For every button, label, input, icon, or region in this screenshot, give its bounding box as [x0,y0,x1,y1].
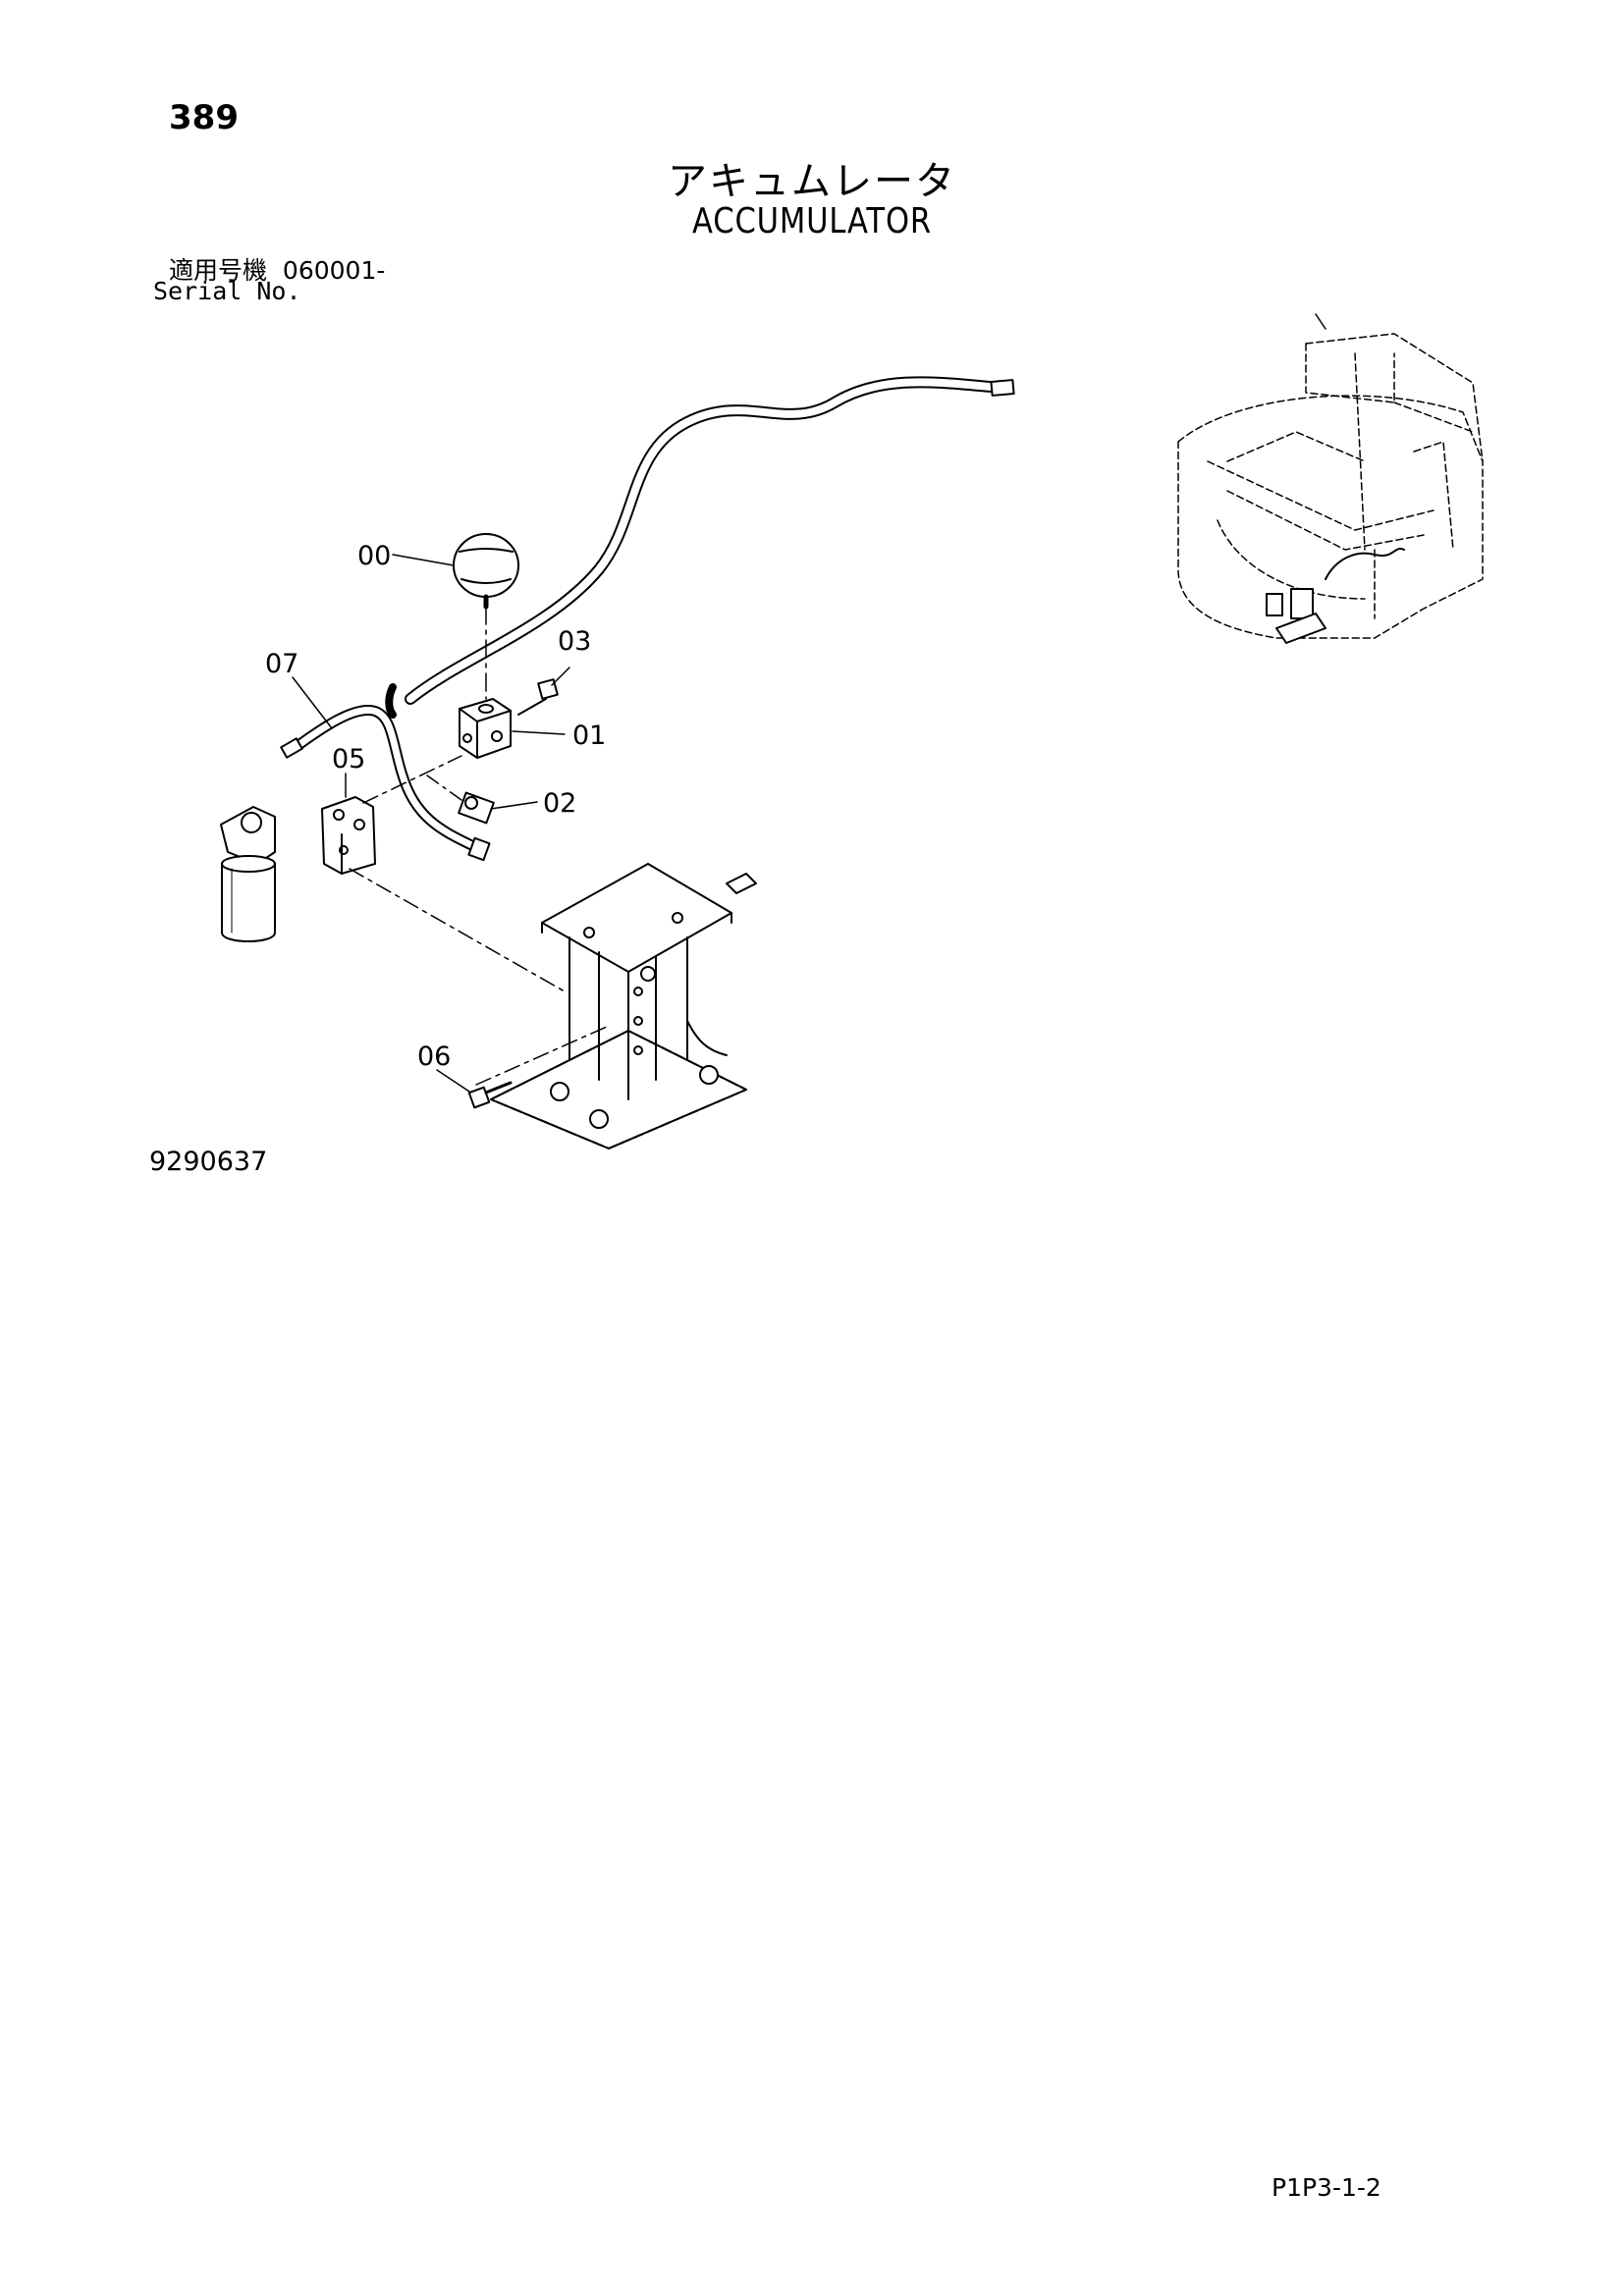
callout-03: 03 [558,626,591,657]
elbow-fitting-02 [426,774,495,825]
bracket-plate-05 [321,796,376,875]
page-reference: P1P3-1-2 [1272,2173,1381,2202]
serial-line-japanese: 適用号機 060001- [169,251,385,287]
callout-06: 06 [417,1041,451,1072]
inset-highlighted-part [1266,547,1405,644]
title-english: ACCUMULATOR [691,201,933,241]
callout-02: 02 [543,788,576,819]
drawing-number: 9290637 [149,1147,268,1177]
stand-bracket [490,863,757,1149]
valve-block [459,698,512,759]
serial-value: 060001- [282,256,386,285]
callout-07: 07 [265,649,298,679]
callout-00: 00 [357,541,391,571]
accumulator-sphere [453,533,519,700]
serial-label-japanese: 適用号機 [169,256,268,285]
long-hose [405,376,1015,705]
bolt-06 [467,1081,513,1109]
callout-05: 05 [332,744,365,774]
serial-label-english: Serial No. [153,277,301,305]
title-japanese: アキュムレータ [668,159,956,204]
callout-01: 01 [572,721,606,751]
hose-07 [280,683,491,862]
page-number: 389 [169,98,239,137]
callout-leaders [292,554,570,1093]
filter-assembly [220,806,276,942]
machine-location-inset [1177,313,1484,639]
